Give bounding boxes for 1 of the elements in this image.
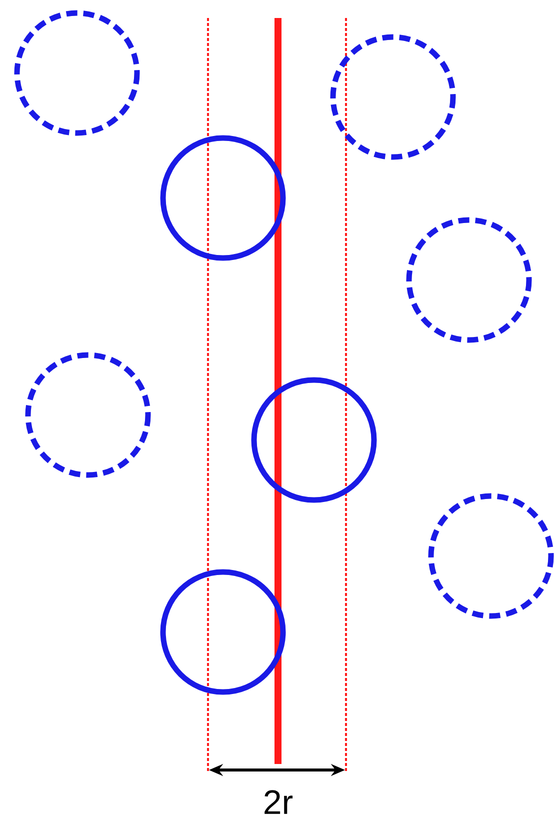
dimension-label: 2r	[264, 790, 293, 814]
